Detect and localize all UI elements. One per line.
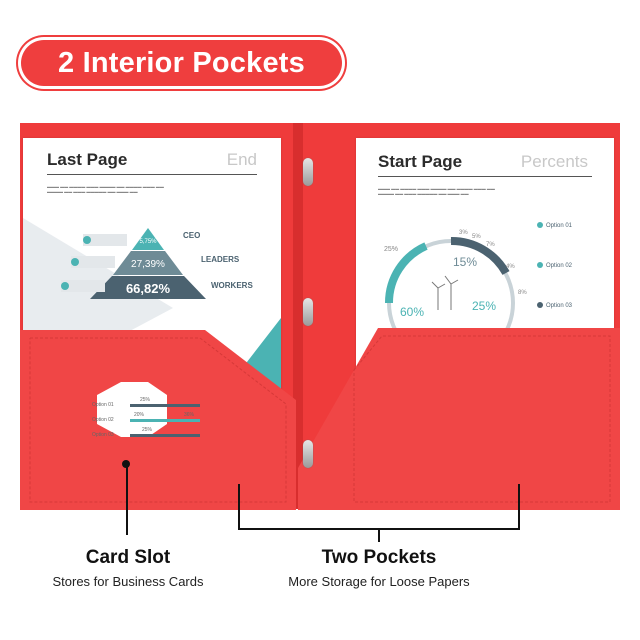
fine-print: ▬▬▬ ▬▬ ▬▬▬▬ ▬▬▬ ▬▬▬▬ ▬▬ ▬▬▬▬ ▬▬▬ ▬▬▬▬▬▬ … [378,186,495,196]
two-pockets-subtitle: More Storage for Loose Papers [288,574,470,589]
card-row-value: 25% [142,427,153,433]
prong-fastener [303,440,313,468]
info-icon [71,258,79,266]
percent-label: 3% [459,230,468,236]
pyramid-label-3: WORKERS [211,281,253,290]
fine-print: ▬▬▬ ▬▬ ▬▬▬▬ ▬▬▬ ▬▬▬▬ ▬▬ ▬▬▬▬ ▬▬▬ ▬▬▬▬▬▬ … [47,184,164,194]
pyramid-label-1: CEO [183,231,200,240]
info-tag-1 [83,234,127,246]
pyramid-bottom [90,276,206,299]
option-bullet [537,222,543,228]
right-pocket [298,328,620,510]
card-slot-window [97,382,167,437]
pocket-pointer-right [518,484,520,530]
prong-fastener [303,298,313,326]
card-slot-title: Card Slot [85,547,171,568]
card-row-value: 36% [184,412,195,418]
card-row-value: 20% [134,412,145,418]
card-bar [130,404,200,407]
percent-label: 7% [486,242,495,248]
percent-label: 60% [400,305,424,319]
doc-tag: End [226,150,257,169]
option-label: Option 02 [546,263,573,269]
pocket-bracket-stem [378,528,380,542]
percent-label: 4% [506,264,515,270]
pointer-dot [122,460,130,468]
card-bar [130,434,200,437]
option-label: Option 03 [546,303,573,309]
option-bullet [537,302,543,308]
pyramid-value-2: 27,39% [131,259,165,270]
banner-text: 2 Interior Pockets [58,46,305,79]
percent-label: 25% [472,299,496,313]
option-label: Option 01 [546,223,573,229]
info-tag-3 [61,280,105,292]
last-page-document: Last Page End ▬▬▬ ▬▬ ▬▬▬▬ ▬▬▬ ▬▬▬▬ ▬▬ ▬▬… [23,138,281,393]
info-tag-2 [71,256,115,268]
percent-label: 15% [453,255,477,269]
pyramid-top [132,228,164,250]
doc-title: Last Page [47,150,128,169]
card-row-value: 25% [140,397,151,403]
card-bar [130,419,200,422]
doc-rule [378,176,592,177]
card-row-label: Option 03 [92,432,114,438]
pyramid-value-1: 5,75% [139,239,157,245]
doc-rule [47,174,257,175]
info-icon [61,282,69,290]
card-slot-pointer [126,463,128,535]
card-content: Option 01 25% Option 02 20% 36% Option 0… [92,394,220,442]
pyramid-middle [113,251,183,275]
pyramid-value-3: 66,82% [126,281,171,296]
percent-donut: 3% 5% 7% 4% 8% 25% 15% 25% 60% Option 01… [384,222,573,367]
card-row-label: Option 02 [92,417,114,423]
prong-fastener [303,158,313,186]
folder-spine [293,123,303,509]
doc-title: Start Page [378,152,463,171]
banner-label: 2 Interior Pockets [18,37,345,89]
wind-turbine-icon [431,275,459,310]
info-icon [83,236,91,244]
option-bullet [537,262,543,268]
card-slot-subtitle: Stores for Business Cards [52,574,204,589]
pocket-pointer-left [238,484,240,530]
percent-label: 8% [518,290,527,296]
doc-tag: Percents [520,152,588,171]
percent-label: 25% [384,246,398,253]
percent-label: 5% [472,234,481,240]
pyramid-label-2: LEADERS [201,255,240,264]
card-row-label: Option 01 [92,402,114,408]
two-pockets-title: Two Pockets [321,547,437,568]
